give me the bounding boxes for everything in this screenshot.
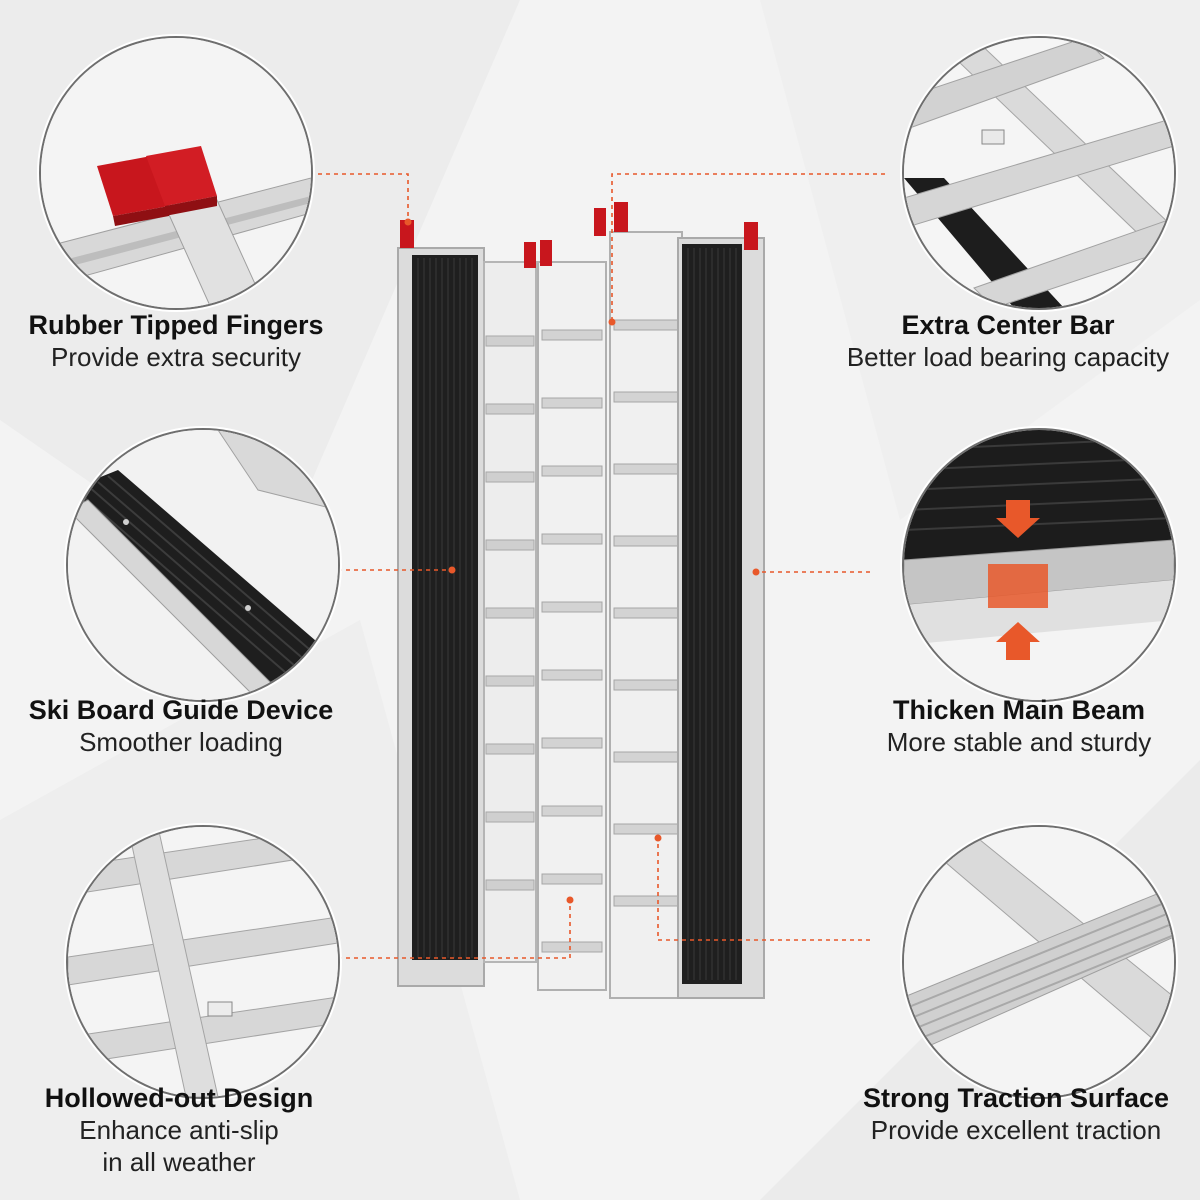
feature-ski-board-guide: Ski Board Guide Device Smoother loading [0,694,371,758]
feature-extra-center-bar: Extra Center Bar Better load bearing cap… [818,309,1198,373]
feature-title: Thicken Main Beam [892,695,1146,725]
rubber-fingers-detail-image [41,38,311,308]
feature-subtitle: More stable and sturdy [886,727,1152,757]
feature-title: Hollowed-out Design [44,1083,314,1113]
hollowed-design-detail-image [68,827,338,1097]
feature-subtitle: Provide excellent traction [870,1115,1162,1145]
feature-title: Strong Traction Surface [862,1083,1170,1113]
feature-rubber-tipped-fingers: Rubber Tipped Fingers Provide extra secu… [0,309,366,373]
feature-hollowed-out-design: Hollowed-out Design Enhance anti-slip in… [0,1082,369,1178]
feature-subtitle: Provide extra security [51,342,301,372]
feature-title: Extra Center Bar [901,310,1115,340]
feature-subtitle-line-2: in all weather [102,1147,256,1177]
center-bar-detail-image [904,38,1174,308]
feature-title: Rubber Tipped Fingers [28,310,324,340]
feature-subtitle: Better load bearing capacity [846,342,1170,372]
feature-thicken-main-beam: Thicken Main Beam More stable and sturdy [829,694,1200,758]
ski-guide-detail-image [68,430,338,700]
traction-surface-detail-image [904,827,1174,1097]
feature-subtitle-line-1: Enhance anti-slip [79,1115,279,1145]
main-beam-detail-image [904,430,1174,700]
feature-subtitle: Smoother loading [79,727,283,757]
feature-title: Ski Board Guide Device [28,695,334,725]
feature-strong-traction-surface: Strong Traction Surface Provide excellen… [826,1082,1200,1146]
